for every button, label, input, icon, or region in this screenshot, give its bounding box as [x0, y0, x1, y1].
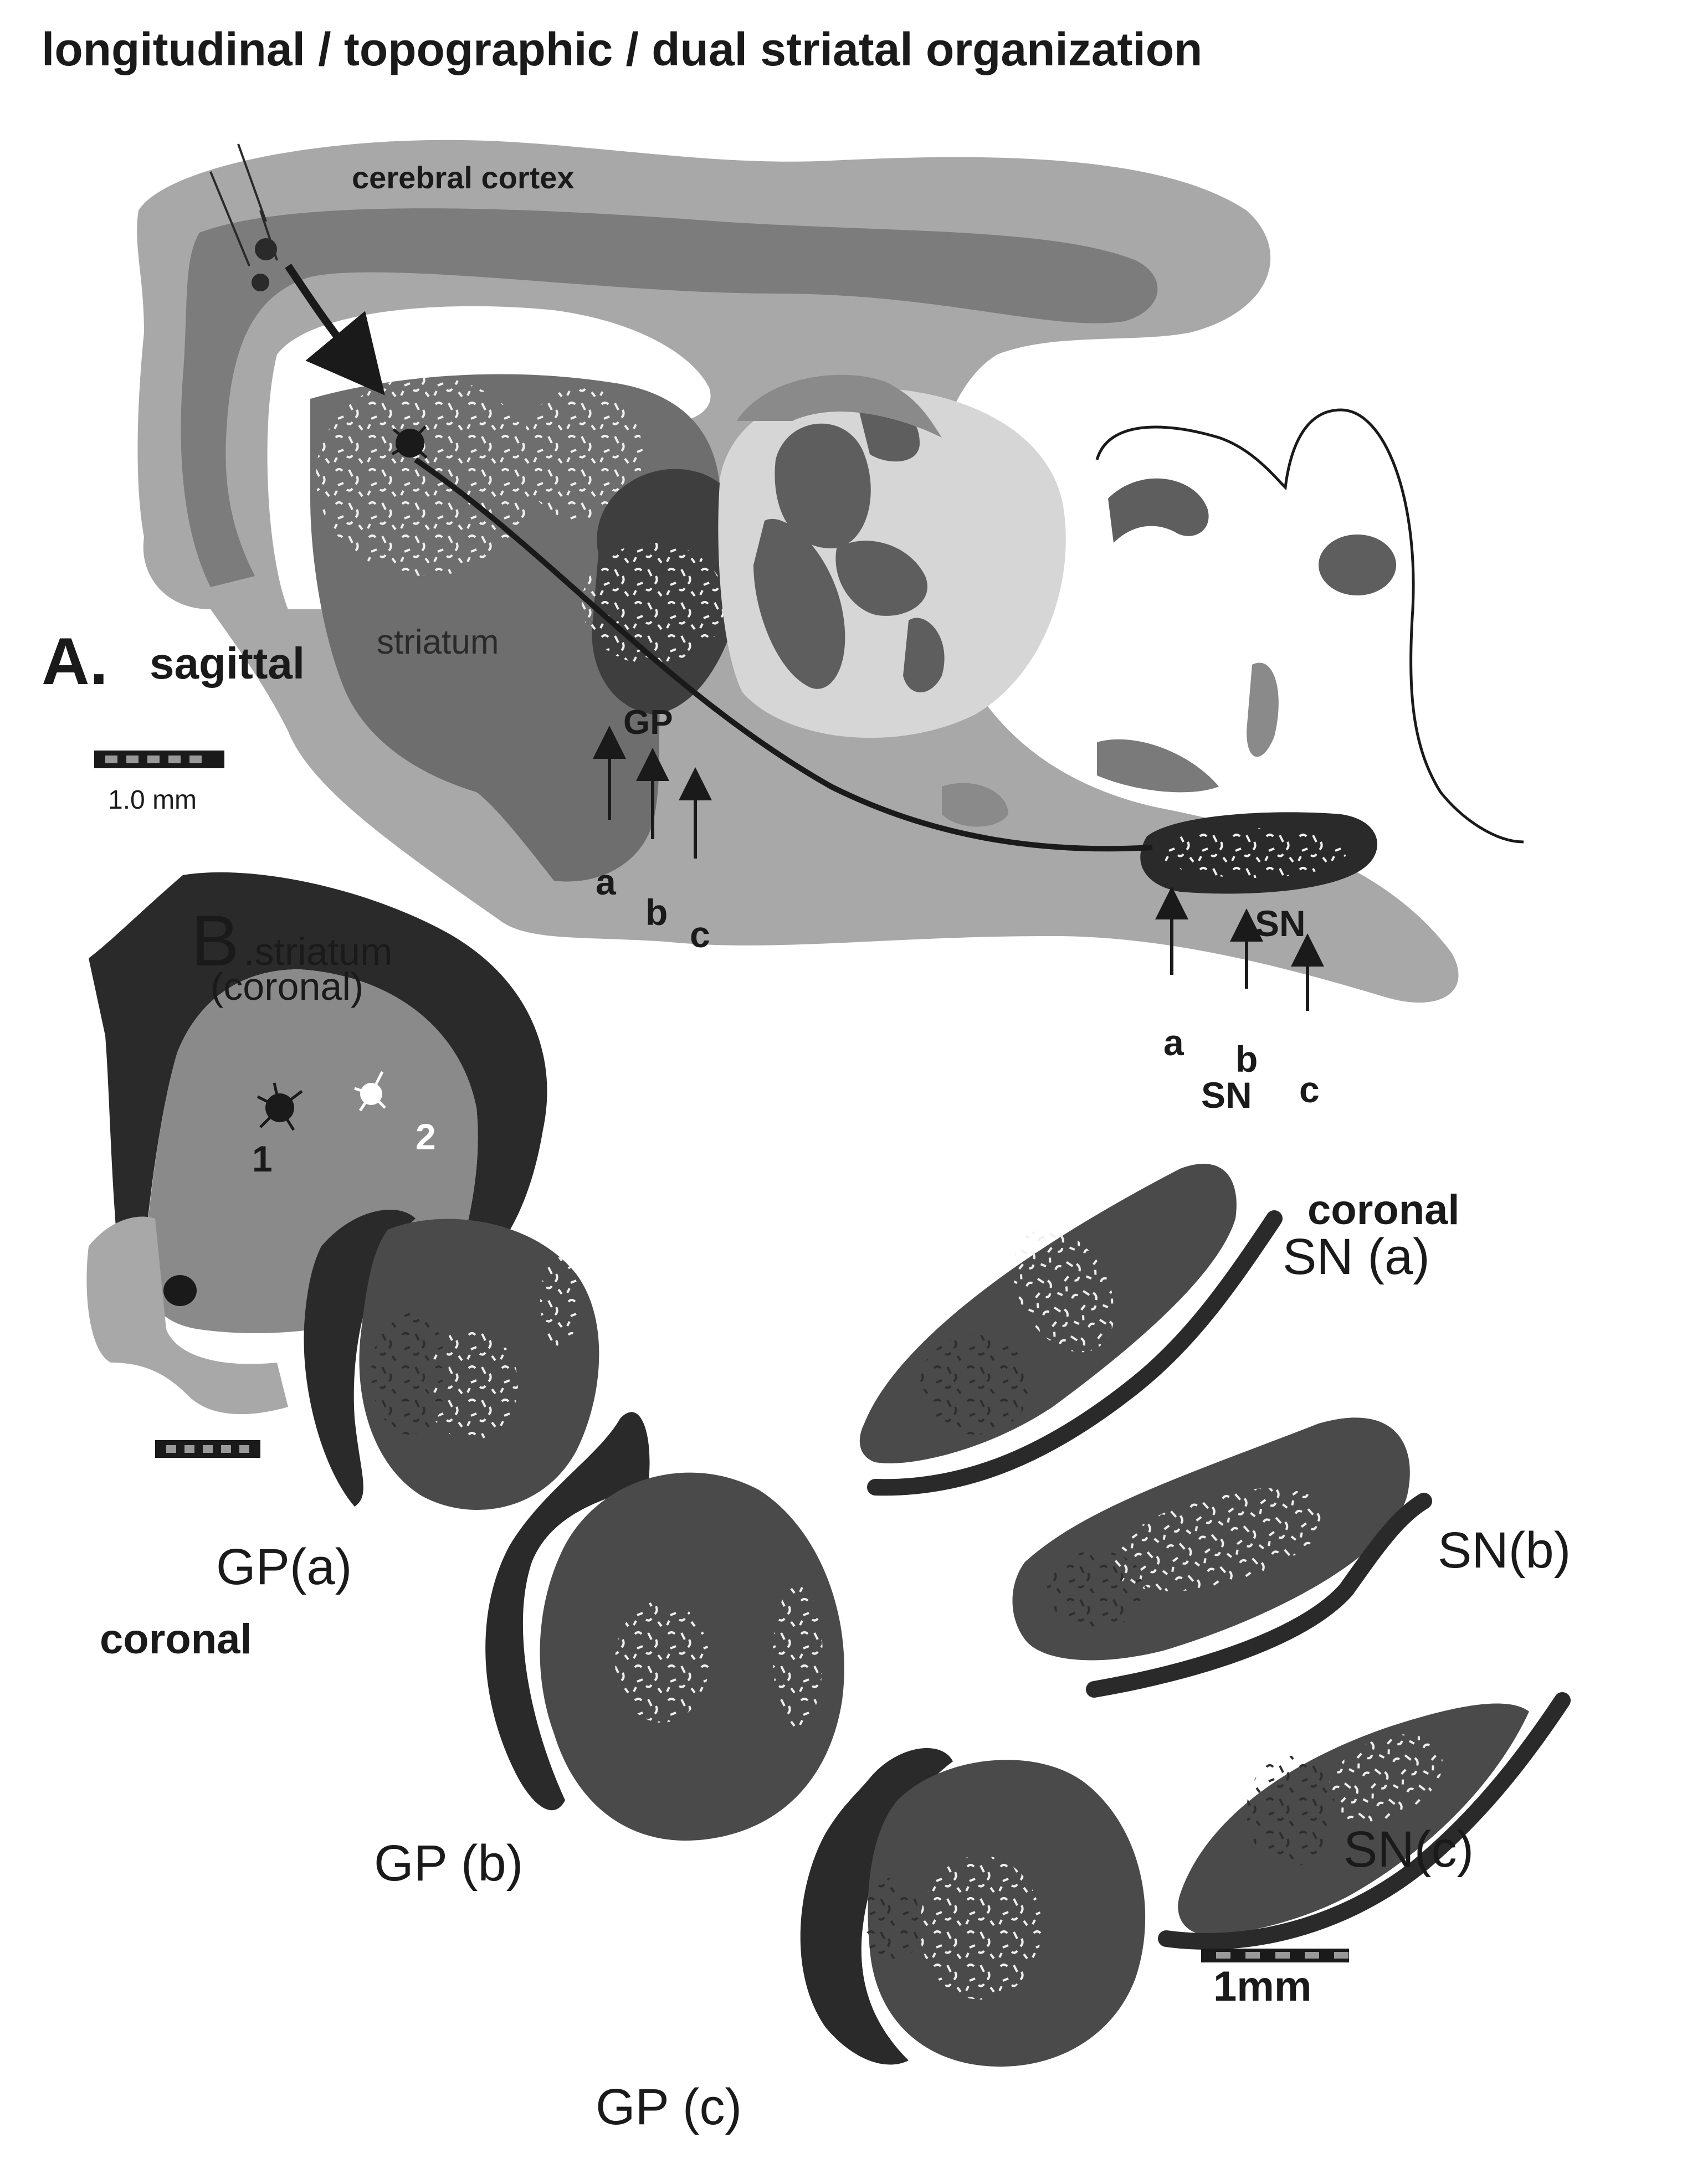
- gp-coronal-sections: GP(a) coronal GP (b) GP (c): [100, 1210, 1146, 2135]
- sn-label-b: SN(b): [1438, 1522, 1571, 1579]
- gp-label-b: GP (b): [374, 1835, 523, 1892]
- gp-section-c: [800, 1748, 1146, 2067]
- neuron-2-label: 2: [416, 1116, 436, 1157]
- neuron-2-icon: [354, 1071, 386, 1112]
- striatum-matrix-pattern: [316, 377, 537, 576]
- label-cerebral-cortex: cerebral cortex: [352, 160, 575, 195]
- panel-b-sublabel: (coronal): [211, 965, 363, 1008]
- pons-gray-1: [942, 783, 1008, 827]
- striatum-to-sn-projection[interactable]: [414, 457, 1153, 852]
- gp-section-b: [485, 1412, 844, 1841]
- gp-marker-b: b: [645, 892, 668, 933]
- label-gp: GP: [623, 703, 673, 742]
- cortex-band: [181, 208, 1158, 587]
- label-striatum: striatum: [377, 623, 499, 661]
- sn-marker-b: b: [1235, 1039, 1258, 1080]
- sn-section-markers: a b c SN: [1155, 886, 1324, 1116]
- gp-pattern: [582, 543, 726, 665]
- anterior-commissure: [163, 1275, 197, 1306]
- gp-marker-c: c: [690, 914, 710, 955]
- sn-plane-label: coronal: [1307, 1186, 1460, 1234]
- sn-section-b: [1012, 1417, 1432, 1698]
- striatal-neuron-icon: [391, 425, 428, 459]
- sn-label-c: SN(c): [1344, 1821, 1474, 1878]
- hippocampus: [737, 374, 942, 438]
- cortex-to-striatum-arrow[interactable]: [285, 264, 385, 395]
- coronal-section-outline: [89, 872, 547, 1340]
- panel-a-label: sagittal: [150, 639, 305, 688]
- sn-section-a: [859, 1164, 1283, 1496]
- panel-b-coronal-striatum: B .striatum (coronal) 1 2: [86, 872, 547, 1458]
- panel-a-letter: A.: [42, 624, 108, 698]
- figure-title: longitudinal / topographic / dual striat…: [42, 23, 1202, 75]
- thalamic-nucleus-3: [835, 541, 927, 616]
- scale-bar-sagittal-label: 1.0 mm: [108, 785, 197, 815]
- panel-b-label: .striatum: [244, 930, 392, 973]
- label-sn: SN: [1255, 903, 1306, 944]
- gp-label-a: GP(a): [216, 1539, 352, 1595]
- gp-marker-a: a: [596, 861, 617, 902]
- cerebellum-outline: [1095, 408, 1524, 844]
- striatum-matrix-pattern-2: [521, 388, 643, 521]
- coronal-lower-region: [86, 1216, 289, 1415]
- panel-a-sagittal: cerebral cortex striatum GP SN A. sagitt…: [42, 140, 1524, 1116]
- sn-section-c: [1158, 1692, 1571, 1950]
- brainstem-gray: [1247, 662, 1279, 757]
- pontine-nucleus: [1319, 535, 1396, 595]
- gp-section-a: [304, 1210, 599, 1510]
- sn-marker-a: a: [1163, 1022, 1185, 1063]
- panel-b-letter: B: [191, 900, 239, 981]
- neuron-1-label: 1: [252, 1138, 273, 1179]
- thalamic-nucleus-1: [775, 423, 871, 548]
- sn-coronal-sections: coronal SN (a) SN(b) SN(c): [859, 1164, 1571, 1950]
- cerebellum-dark-1: [1108, 478, 1209, 543]
- scale-bar-coronal-small: [155, 1440, 260, 1458]
- scale-bar-bottom-label: 1mm: [1213, 1963, 1311, 2010]
- sn-label-a: SN (a): [1283, 1229, 1430, 1285]
- sn-pattern: [1158, 828, 1346, 878]
- thalamic-nucleus-2: [753, 518, 845, 689]
- sn-marker-caption: SN: [1201, 1075, 1252, 1116]
- cortical-neuron-icon: [209, 143, 278, 291]
- scale-bar-sagittal: 1.0 mm: [94, 751, 224, 815]
- gp-plane-label: coronal: [100, 1616, 252, 1663]
- thalamic-nucleus-4: [903, 618, 945, 692]
- gp-label-c: GP (c): [596, 2079, 742, 2135]
- pons-gray-2: [1097, 739, 1219, 793]
- neuron-1-icon: [257, 1082, 303, 1131]
- gp-section-markers: a b c: [593, 726, 712, 955]
- sn-marker-c: c: [1299, 1069, 1320, 1110]
- scale-bar-bottom: 1mm: [1201, 1949, 1349, 2010]
